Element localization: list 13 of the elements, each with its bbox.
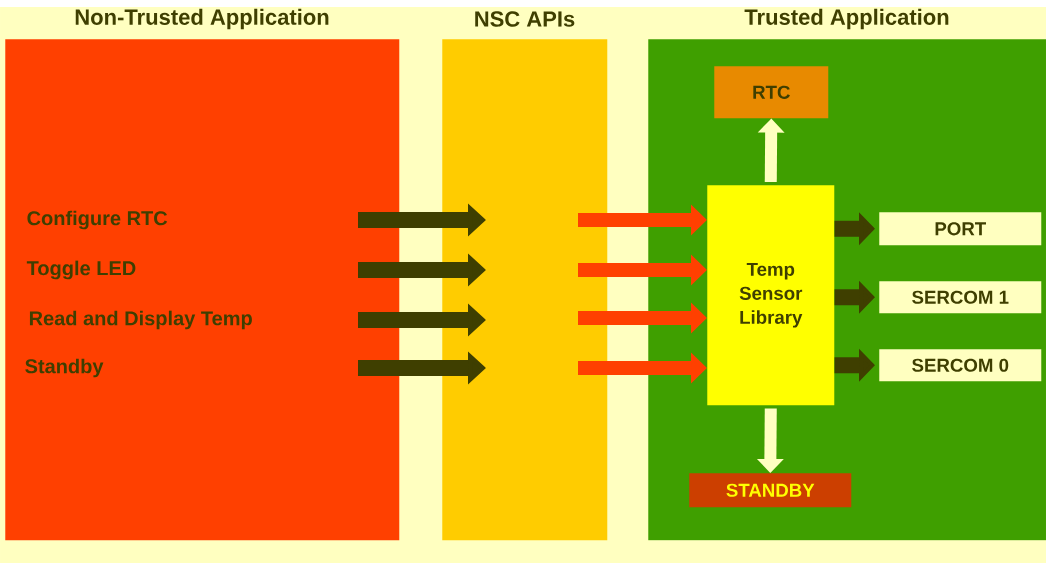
component-box: PORT bbox=[879, 212, 1042, 246]
component-box: SERCOM 1 bbox=[879, 281, 1042, 314]
panel-heading: NSC APIs bbox=[475, 11, 575, 27]
component-box: Temp Sensor Library bbox=[707, 185, 835, 406]
label-text: Configure RTC bbox=[27, 210, 168, 230]
label-text: Read and Display Temp bbox=[29, 310, 252, 330]
panel-heading: Non-Trusted Application bbox=[75, 8, 329, 30]
component-box: RTC bbox=[714, 66, 829, 119]
label-text: Toggle LED bbox=[26, 260, 136, 280]
label-text: Standby bbox=[25, 358, 104, 378]
panel-heading: Trusted Application bbox=[744, 8, 949, 30]
component-box: STANDBY bbox=[689, 473, 852, 508]
component-box: SERCOM 0 bbox=[879, 349, 1042, 382]
